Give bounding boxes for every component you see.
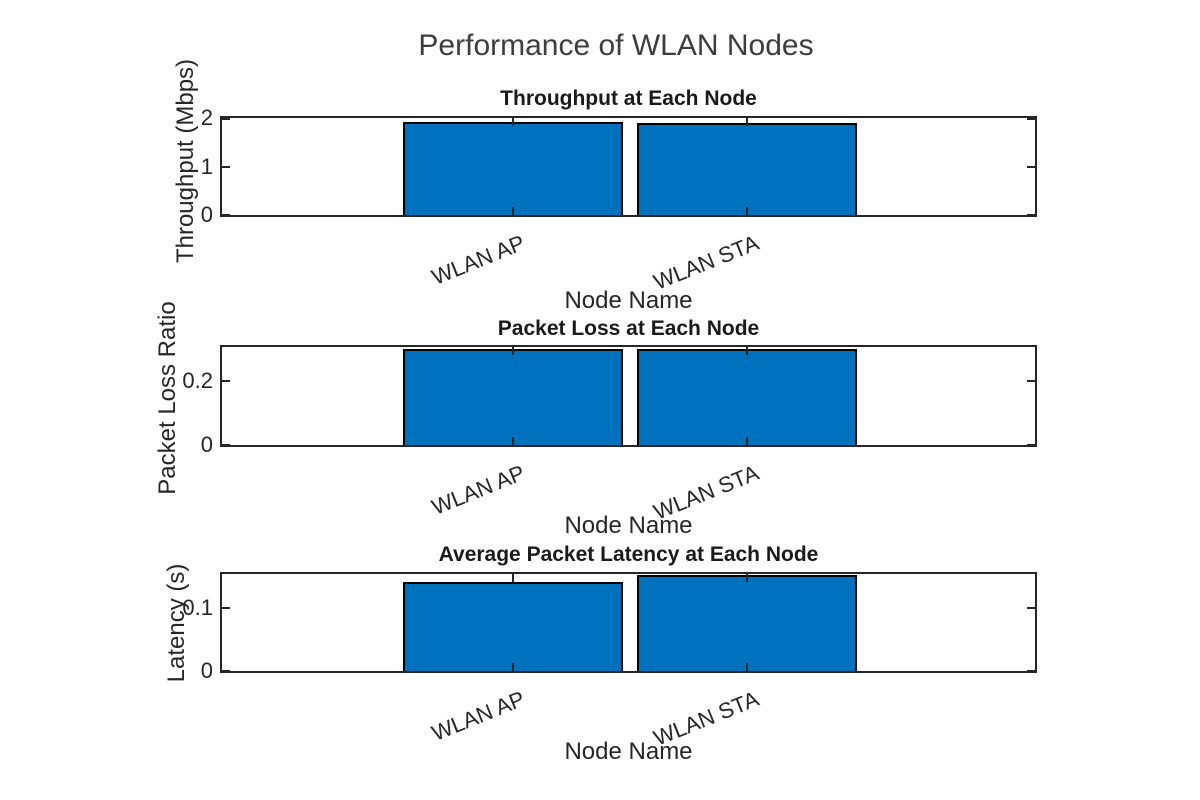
x-category-label: WLAN STA [650, 230, 763, 295]
y-tick [222, 444, 230, 446]
x-tick [512, 663, 514, 671]
subplot-latency-title: Average Packet Latency at Each Node [438, 543, 819, 566]
y-tick [1027, 380, 1035, 382]
main-title: Performance of WLAN Nodes [418, 29, 814, 62]
x-tick [512, 118, 514, 126]
y-tick-label: 2 [200, 105, 213, 130]
y-tick [1027, 166, 1035, 168]
plot-area-latency [220, 572, 1037, 673]
x-tick [512, 437, 514, 445]
y-tick [222, 607, 230, 609]
x-tick [746, 437, 748, 445]
y-tick [1027, 607, 1035, 609]
x-axis-label-latency: Node Name [564, 738, 693, 765]
x-tick [746, 574, 748, 582]
bar-wlan-sta [637, 123, 857, 215]
y-tick [222, 118, 230, 120]
x-category-label: WLAN AP [428, 230, 529, 290]
y-tick [1027, 444, 1035, 446]
subplot-packet-loss-title: Packet Loss at Each Node [497, 317, 760, 340]
bar-wlan-sta [637, 349, 857, 445]
bar-wlan-ap [403, 349, 623, 445]
bar-wlan-ap [403, 582, 623, 671]
x-tick [512, 207, 514, 215]
bar-wlan-ap [403, 122, 623, 215]
y-tick [222, 670, 230, 672]
y-tick [222, 166, 230, 168]
x-tick [746, 663, 748, 671]
x-tick [746, 207, 748, 215]
y-tick-label: 0 [200, 202, 213, 227]
y-tick [222, 380, 230, 382]
y-tick [1027, 670, 1035, 672]
y-tick-label: 0.1 [182, 595, 213, 620]
x-axis-label-packet-loss: Node Name [564, 512, 693, 539]
y-tick [1027, 214, 1035, 216]
y-tick [222, 214, 230, 216]
subplot-throughput-title: Throughput at Each Node [500, 87, 757, 110]
x-tick [512, 347, 514, 355]
x-axis-label-throughput: Node Name [564, 287, 693, 314]
y-tick-label: 0.2 [182, 368, 213, 393]
x-tick [746, 118, 748, 126]
y-tick-label: 1 [200, 154, 213, 179]
plot-area-throughput [220, 116, 1037, 217]
plot-area-packet-loss [220, 345, 1037, 447]
x-tick [746, 347, 748, 355]
x-tick [512, 574, 514, 582]
y-tick-label: 0 [200, 432, 213, 457]
bar-wlan-sta [637, 575, 857, 671]
y-tick [1027, 118, 1035, 120]
y-tick-label: 0 [200, 658, 213, 683]
